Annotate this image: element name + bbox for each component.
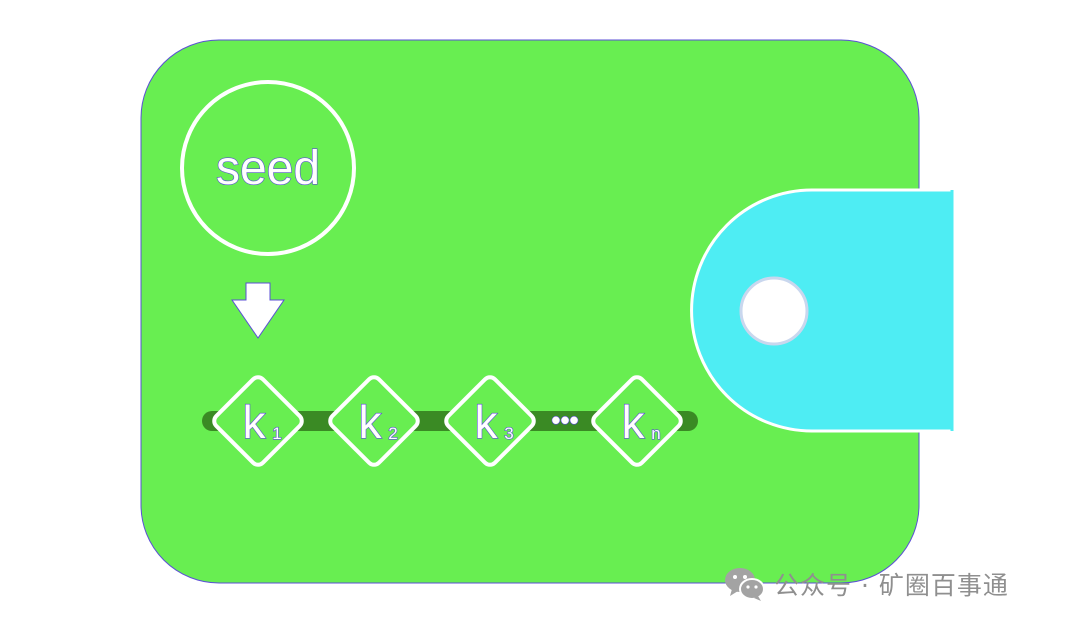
key-ellipsis: ••• [551,405,578,435]
key-subscript: n [651,424,660,443]
watermark: 公众号 · 矿圈百事通 [724,566,1009,602]
key-diamond [591,375,683,467]
key-diamond [328,375,420,467]
key-subscript: 2 [388,424,397,443]
wechat-icon [725,568,765,601]
seed-label: seed [216,142,320,195]
seed-circle [180,80,356,256]
key-subscript: 1 [272,424,281,443]
key-subscript: 3 [504,424,513,443]
key-letter: k [359,396,383,448]
key-diamond [444,375,536,467]
clasp-button [739,276,809,346]
wallet-clasp [690,188,954,433]
key-diamond [212,375,304,467]
key-letter: k [475,396,499,448]
down-arrow-icon [231,282,285,339]
watermark-text: 公众号 · 矿圈百事通 [774,571,1009,600]
key-letter: k [622,396,646,448]
key-letter: k [243,396,267,448]
